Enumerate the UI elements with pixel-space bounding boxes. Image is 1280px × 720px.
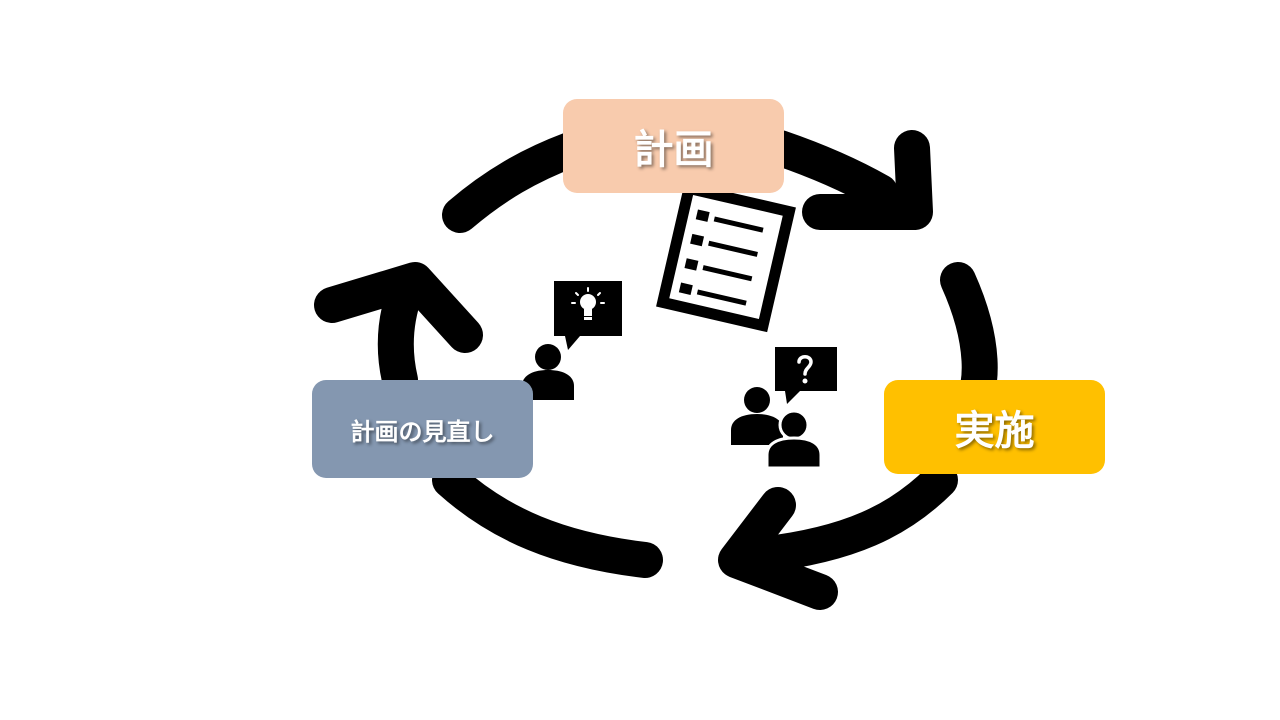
cycle-arrow-plan-to-do <box>442 130 933 233</box>
checklist-icon <box>656 181 796 333</box>
step-box-do: 実施 <box>884 380 1105 474</box>
step-label-do: 実施 <box>954 408 1035 454</box>
person-icon <box>765 409 823 470</box>
question-mark-icon <box>797 355 813 384</box>
step-box-plan: 計画 <box>563 99 784 193</box>
person-icon <box>522 344 574 400</box>
step-box-review: 計画の見直し <box>312 380 533 478</box>
person-idea-icon <box>522 281 622 400</box>
step-label-plan: 計画 <box>633 127 714 173</box>
lightbulb-icon <box>571 287 605 320</box>
person-icon <box>731 387 783 445</box>
step-label-review: 計画の見直し <box>350 417 495 446</box>
people-question-icon <box>731 347 837 470</box>
cycle-arrow-review-to-plan <box>314 262 663 578</box>
